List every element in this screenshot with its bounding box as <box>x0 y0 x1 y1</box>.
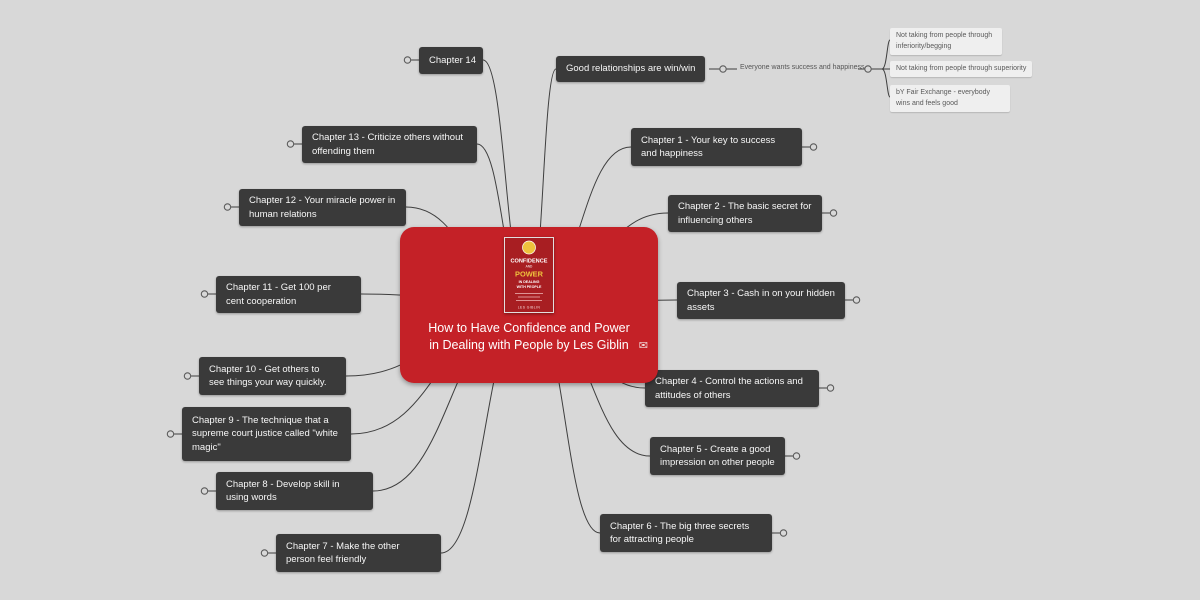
connector-dot <box>403 56 412 64</box>
topic-chapter-2[interactable]: Chapter 2 - The basic secret for influen… <box>668 195 822 232</box>
topic-label: Chapter 12 - Your miracle power in human… <box>249 195 396 220</box>
seal-badge-icon <box>522 240 536 255</box>
topic-label: Chapter 3 - Cash in on your hidden asset… <box>687 288 835 313</box>
connector-dot <box>260 549 269 557</box>
topic-chapter-9[interactable]: Chapter 9 - The technique that a supreme… <box>182 407 351 461</box>
topic-chapter-13[interactable]: Chapter 13 - Criticize others without of… <box>302 126 477 163</box>
topic-label: Not taking from people through superiori… <box>896 64 1027 72</box>
topic-not-superiority[interactable]: Not taking from people through superiori… <box>890 61 1033 77</box>
cover-title-line: CONFIDENCE <box>511 259 548 265</box>
topic-not-inferiority[interactable]: Not taking from people through inferiori… <box>890 28 1002 55</box>
cover-fineprint <box>515 293 543 294</box>
topic-chapter-6[interactable]: Chapter 6 - The big three secrets for at… <box>600 514 772 552</box>
cover-title-line: IN DEALING <box>519 280 540 284</box>
topic-chapter-1[interactable]: Chapter 1 - Your key to success and happ… <box>631 128 802 166</box>
topic-label: Chapter 11 - Get 100 per cent cooperatio… <box>226 282 331 307</box>
cover-fineprint <box>516 300 542 301</box>
root-topic-label: How to Have Confidence and Power in Deal… <box>428 321 630 352</box>
connector-dot <box>779 529 788 537</box>
topic-label: Chapter 1 - Your key to success and happ… <box>641 134 776 159</box>
topic-label: bY Fair Exchange - everybody wins and fe… <box>896 89 991 107</box>
topic-chapter-5[interactable]: Chapter 5 - Create a good impression on … <box>650 437 785 475</box>
topic-good-relationships[interactable]: Good relationships are win/win <box>556 56 706 82</box>
topic-label: Chapter 9 - The technique that a supreme… <box>192 415 338 453</box>
topic-label: Chapter 13 - Criticize others without of… <box>312 132 464 157</box>
topic-label: Chapter 2 - The basic secret for influen… <box>678 201 812 226</box>
connector-dot <box>829 209 838 217</box>
connector-dot <box>864 65 872 73</box>
topic-label: Chapter 6 - The big three secrets for at… <box>610 520 750 545</box>
book-cover-image: CONFIDENCE AND POWER IN DEALING WITH PEO… <box>504 237 554 313</box>
topic-label: Chapter 14 <box>429 54 477 66</box>
connector-dot <box>719 65 727 73</box>
topic-chapter-10[interactable]: Chapter 10 - Get others to see things yo… <box>199 357 346 395</box>
cover-title-line: AND <box>526 265 533 269</box>
topic-everyone-wants[interactable]: Everyone wants success and happiness <box>740 64 865 71</box>
connector-dot <box>200 290 209 298</box>
connector-dot <box>826 384 835 392</box>
cover-fineprint <box>518 296 540 298</box>
topic-label: Chapter 7 - Make the other person feel f… <box>286 540 400 565</box>
topic-label: Chapter 4 - Control the actions and atti… <box>655 376 803 401</box>
connector-dot <box>852 296 861 304</box>
connector-dot <box>809 143 818 151</box>
connector-dot <box>166 430 175 438</box>
cover-title-line: WITH PEOPLE <box>517 285 542 289</box>
book-cover: CONFIDENCE AND POWER IN DEALING WITH PEO… <box>504 237 554 313</box>
cover-title-line: POWER <box>515 270 544 279</box>
cover-author: LES GIBLIN <box>518 306 541 310</box>
topic-chapter-11[interactable]: Chapter 11 - Get 100 per cent cooperatio… <box>216 276 361 313</box>
connector-dot <box>286 140 295 148</box>
connector-dot <box>200 487 209 495</box>
topic-label: Chapter 8 - Develop skill in using words <box>226 478 340 503</box>
topic-fair-exchange[interactable]: bY Fair Exchange - everybody wins and fe… <box>890 85 1010 112</box>
root-topic[interactable]: CONFIDENCE AND POWER IN DEALING WITH PEO… <box>400 227 658 383</box>
topic-label: Chapter 10 - Get others to see things yo… <box>209 363 327 388</box>
topic-chapter-14[interactable]: Chapter 14 <box>419 47 483 74</box>
topic-chapter-8[interactable]: Chapter 8 - Develop skill in using words <box>216 472 373 510</box>
topic-label: Not taking from people through inferiori… <box>896 32 993 50</box>
branch-line <box>881 68 891 98</box>
connector-dots <box>166 56 872 557</box>
connector-dot <box>223 203 232 211</box>
topic-chapter-7[interactable]: Chapter 7 - Make the other person feel f… <box>276 534 441 572</box>
topic-chapter-3[interactable]: Chapter 3 - Cash in on your hidden asset… <box>677 282 845 319</box>
topic-chapter-4[interactable]: Chapter 4 - Control the actions and atti… <box>645 370 819 407</box>
connector-dot <box>792 452 801 460</box>
connector-dot <box>183 372 192 380</box>
topic-label: Chapter 5 - Create a good impression on … <box>660 443 775 468</box>
topic-label: Good relationships are win/win <box>566 63 696 75</box>
topic-chapter-12[interactable]: Chapter 12 - Your miracle power in human… <box>239 189 406 226</box>
media-icon[interactable]: ✉ <box>638 340 648 352</box>
branch-line <box>881 39 891 70</box>
